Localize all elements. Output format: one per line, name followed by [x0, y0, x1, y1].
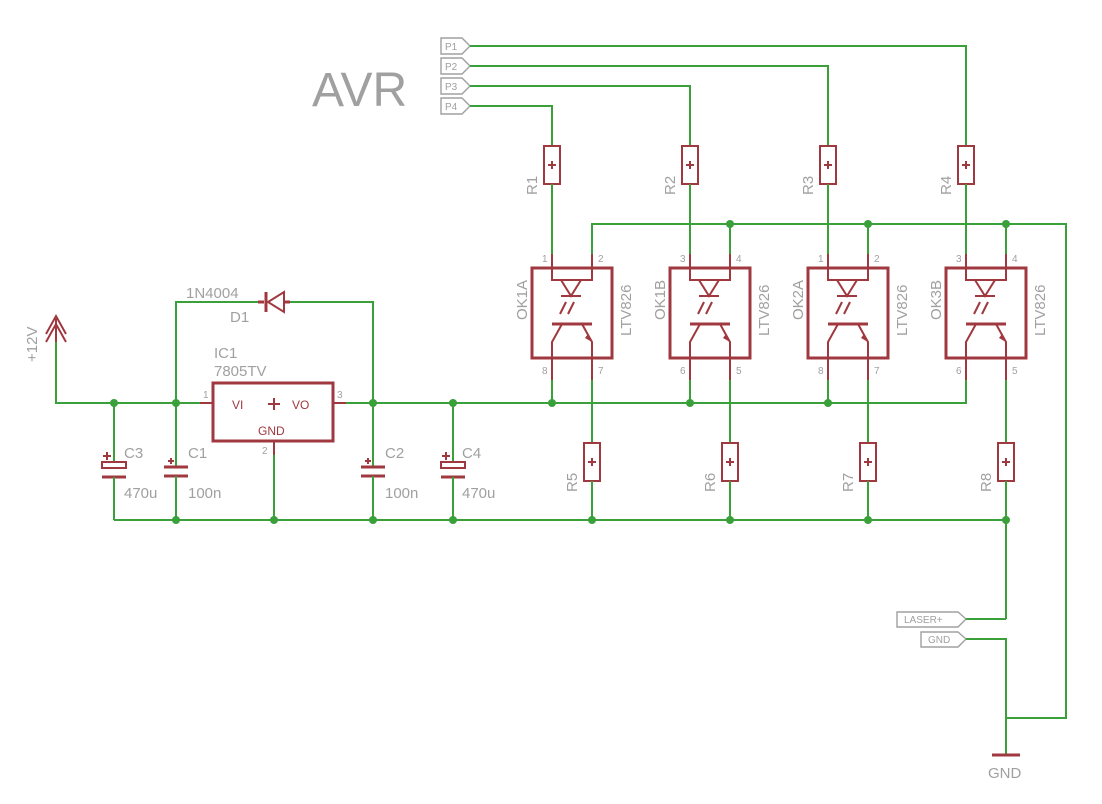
- optocoupler-ok2a: 1 2 8 7 OK2A LTV826: [790, 254, 911, 380]
- input-wires: [470, 45, 967, 146]
- input-port-p4-label: P4: [445, 102, 458, 113]
- optocoupler-ok3b-pin4: 4: [1012, 254, 1018, 265]
- capacitor-c3: C3 470u: [101, 403, 157, 520]
- input-port-p2: P2: [440, 57, 471, 75]
- capacitor-c4: C4 470u: [440, 403, 495, 520]
- optocoupler-ok2a-pin2: 2: [874, 254, 880, 265]
- optocoupler-ok1b-pin3: 3: [680, 254, 686, 265]
- regulator-pin-vo: VO: [292, 398, 309, 412]
- input-port-p1: P1: [440, 37, 471, 55]
- ground-symbol: GND: [988, 753, 1022, 782]
- resistor-r7-label: R7: [840, 473, 857, 492]
- resistor-r6: R6: [702, 380, 739, 520]
- supply-12v: +12V: [24, 313, 213, 407]
- capacitor-c2-label: C2: [385, 445, 404, 462]
- optocoupler-ok1a-pin1: 1: [542, 254, 548, 265]
- optocoupler-ok3b-value: LTV826: [1032, 285, 1049, 336]
- optocoupler-ok1a-value: LTV826: [618, 285, 635, 336]
- vcc-5v-bus: [333, 380, 967, 407]
- resistor-r8: R8: [978, 380, 1015, 619]
- optocoupler-ok2a-pin7: 7: [874, 366, 880, 377]
- diode-d1: 1N4004 D1: [175, 285, 374, 403]
- optocoupler-ok1a-pin8: 8: [542, 366, 548, 377]
- resistor-r2: R2: [662, 145, 699, 254]
- input-port-p3: P3: [440, 77, 471, 95]
- regulator-pin1: 1: [203, 390, 209, 401]
- resistor-r3: R3: [800, 145, 837, 254]
- resistor-r4-label: R4: [938, 176, 955, 195]
- regulator-pin3: 3: [337, 390, 343, 401]
- optocoupler-ok3b-pin5: 5: [1012, 366, 1018, 377]
- optocoupler-ok1b: 3 4 6 5 OK1B LTV826: [652, 254, 773, 380]
- capacitor-c4-value: 470u: [462, 485, 495, 502]
- capacitor-c4-label: C4: [462, 445, 481, 462]
- optocoupler-ok3b-pin6: 6: [956, 366, 962, 377]
- input-port-p1-label: P1: [445, 42, 458, 53]
- capacitor-c2-value: 100n: [385, 485, 418, 502]
- capacitor-c1-label: C1: [188, 445, 207, 462]
- optocoupler-ok1a-pin7: 7: [598, 366, 604, 377]
- optocoupler-ok1a-label: OK1A: [514, 280, 531, 320]
- diode-d1-value: 1N4004: [186, 285, 239, 302]
- capacitor-c2: C2 100n: [361, 403, 418, 520]
- resistor-r4: R4: [938, 145, 975, 254]
- optocoupler-ok2a-label: OK2A: [790, 280, 807, 320]
- diode-d1-label: D1: [230, 309, 249, 326]
- resistor-r1-label: R1: [524, 176, 541, 195]
- output-port-laser-label: LASER+: [904, 615, 943, 626]
- optocoupler-ok1b-label: OK1B: [652, 280, 669, 320]
- resistor-r2-label: R2: [662, 176, 679, 195]
- resistor-r5-label: R5: [564, 473, 581, 492]
- schematic-title: AVR: [312, 64, 407, 117]
- resistor-r3-label: R3: [800, 176, 817, 195]
- optocoupler-ok1b-pin4: 4: [736, 254, 742, 265]
- optocoupler-ok2a-pin8: 8: [818, 366, 824, 377]
- resistor-r6-label: R6: [702, 473, 719, 492]
- ground-label: GND: [988, 765, 1022, 782]
- output-port-laser: LASER+: [896, 611, 1006, 628]
- optocoupler-ok1b-value: LTV826: [756, 285, 773, 336]
- resistor-r8-label: R8: [978, 473, 995, 492]
- optocoupler-ok1b-pin5: 5: [736, 366, 742, 377]
- resistor-r5: R5: [564, 380, 601, 520]
- regulator-ic1: VI VO GND 1 2 3 IC1 7805TV: [200, 345, 373, 520]
- optocoupler-ok3b-label: OK3B: [928, 280, 945, 320]
- output-port-gnd-label: GND: [928, 635, 950, 646]
- input-port-p4: P4: [440, 97, 471, 115]
- regulator-pin2: 2: [262, 446, 268, 457]
- optocoupler-ok1a-pin2: 2: [598, 254, 604, 265]
- supply-12v-label: +12V: [24, 327, 41, 362]
- regulator-label: IC1: [214, 345, 237, 362]
- regulator-pin-gnd: GND: [258, 424, 285, 438]
- optocoupler-ok3b-pin3: 3: [956, 254, 962, 265]
- capacitor-c3-label: C3: [124, 445, 143, 462]
- regulator-value: 7805TV: [214, 363, 267, 380]
- capacitor-c1-value: 100n: [188, 485, 221, 502]
- cathode-ground-bus: [591, 220, 1067, 719]
- optocoupler-ok3b: 3 4 6 5 OK3B LTV826: [928, 254, 1049, 380]
- resistor-r7: R7: [840, 380, 877, 520]
- input-port-p2-label: P2: [445, 62, 458, 73]
- optocoupler-ok1b-pin6: 6: [680, 366, 686, 377]
- resistor-r1: R1: [524, 145, 561, 254]
- optocoupler-ok1a: 1 2 8 7 OK1A LTV826: [514, 254, 635, 380]
- regulator-pin-vi: VI: [232, 398, 243, 412]
- capacitor-c3-value: 470u: [124, 485, 157, 502]
- output-port-gnd: GND: [920, 631, 1007, 755]
- input-port-p3-label: P3: [445, 82, 458, 93]
- bottom-ground-bus: [114, 516, 1010, 524]
- optocoupler-ok2a-value: LTV826: [894, 285, 911, 336]
- optocoupler-ok2a-pin1: 1: [818, 254, 824, 265]
- capacitor-c1: C1 100n: [164, 403, 221, 520]
